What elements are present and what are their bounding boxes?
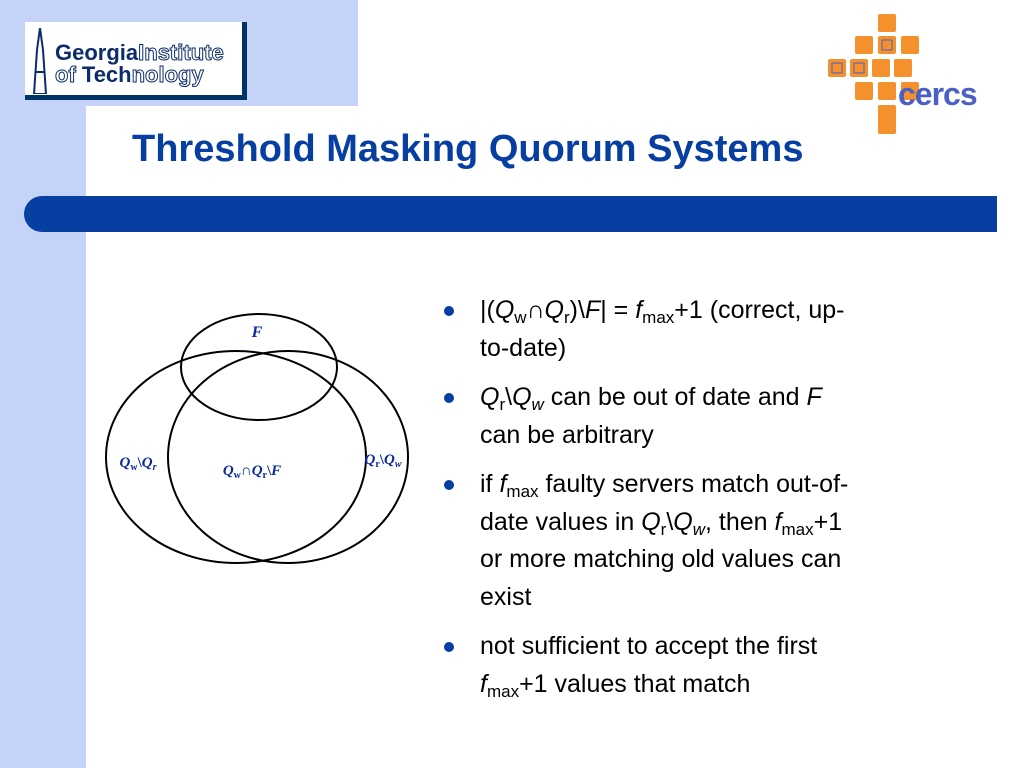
venn-label-intersection-minus-f: Qw∩Qr\F — [223, 463, 281, 481]
cercs-logo-text: cercs — [898, 76, 978, 112]
gatech-logo-institute: Institute — [138, 40, 225, 65]
gatech-logo-line-1: GeorgiaInstitute — [55, 40, 225, 65]
venn-circle-f — [180, 313, 338, 421]
cercs-cross-icon — [828, 14, 919, 134]
title-divider-bar — [24, 196, 997, 232]
venn-label-f: F — [251, 324, 263, 341]
bullet-2-line-2: can be arbitrary — [480, 420, 654, 449]
georgia-tech-logo: GeorgiaInstitute of Technology — [25, 22, 247, 100]
bullet-2-line-1: Qr\Qw can be out of date and F — [480, 383, 822, 415]
bullet-item-2: Qr\Qw can be out of date and F can be ar… — [440, 379, 1000, 454]
gatech-logo-line-2: of Technology — [55, 62, 205, 87]
bullet-3-line-4: exist — [480, 582, 532, 611]
venn-label-qw-minus-qr: Qw\Qr — [120, 455, 157, 473]
venn-diagram: F Qw\Qr Qw∩Qr\F Qr\Qw — [105, 313, 409, 564]
venn-circle-qw — [105, 350, 367, 564]
gatech-logo-nology: nology — [131, 62, 204, 87]
bullet-item-3: if fmax faulty servers match out-of- dat… — [440, 466, 1000, 616]
left-sidebar-band — [0, 0, 86, 768]
gatech-logo-of: of — [55, 62, 82, 87]
bullet-1-line-1: |(Qw∩Qr)\F| = fmax+1 (correct, up- — [480, 296, 845, 328]
bullet-3-line-2: date values in Qr\Qw, then fmax+1 — [480, 507, 843, 539]
gatech-logo-tech: Tech — [81, 62, 132, 87]
venn-label-qr-minus-qw: Qr\Qw — [365, 452, 402, 470]
bullet-3-line-1: if fmax faulty servers match out-of- — [480, 470, 849, 502]
bullet-1-line-2: to-date) — [480, 333, 567, 362]
bullet-list: |(Qw∩Qr)\F| = fmax+1 (correct, up- to-da… — [440, 292, 1000, 715]
bullet-4-line-2: fmax+1 values that match — [480, 669, 751, 701]
slide-title: Threshold Masking Quorum Systems — [132, 128, 804, 170]
tower-icon — [32, 28, 48, 94]
bullet-4-line-1: not sufficient to accept the first — [480, 632, 818, 660]
bullet-item-1: |(Qw∩Qr)\F| = fmax+1 (correct, up- to-da… — [440, 292, 1000, 367]
gatech-logo-georgia: Georgia — [55, 40, 139, 65]
venn-circle-qr — [167, 350, 409, 564]
bullet-3-line-3: or more matching old values can — [480, 545, 842, 573]
bullet-item-4: not sufficient to accept the first fmax+… — [440, 628, 1000, 703]
